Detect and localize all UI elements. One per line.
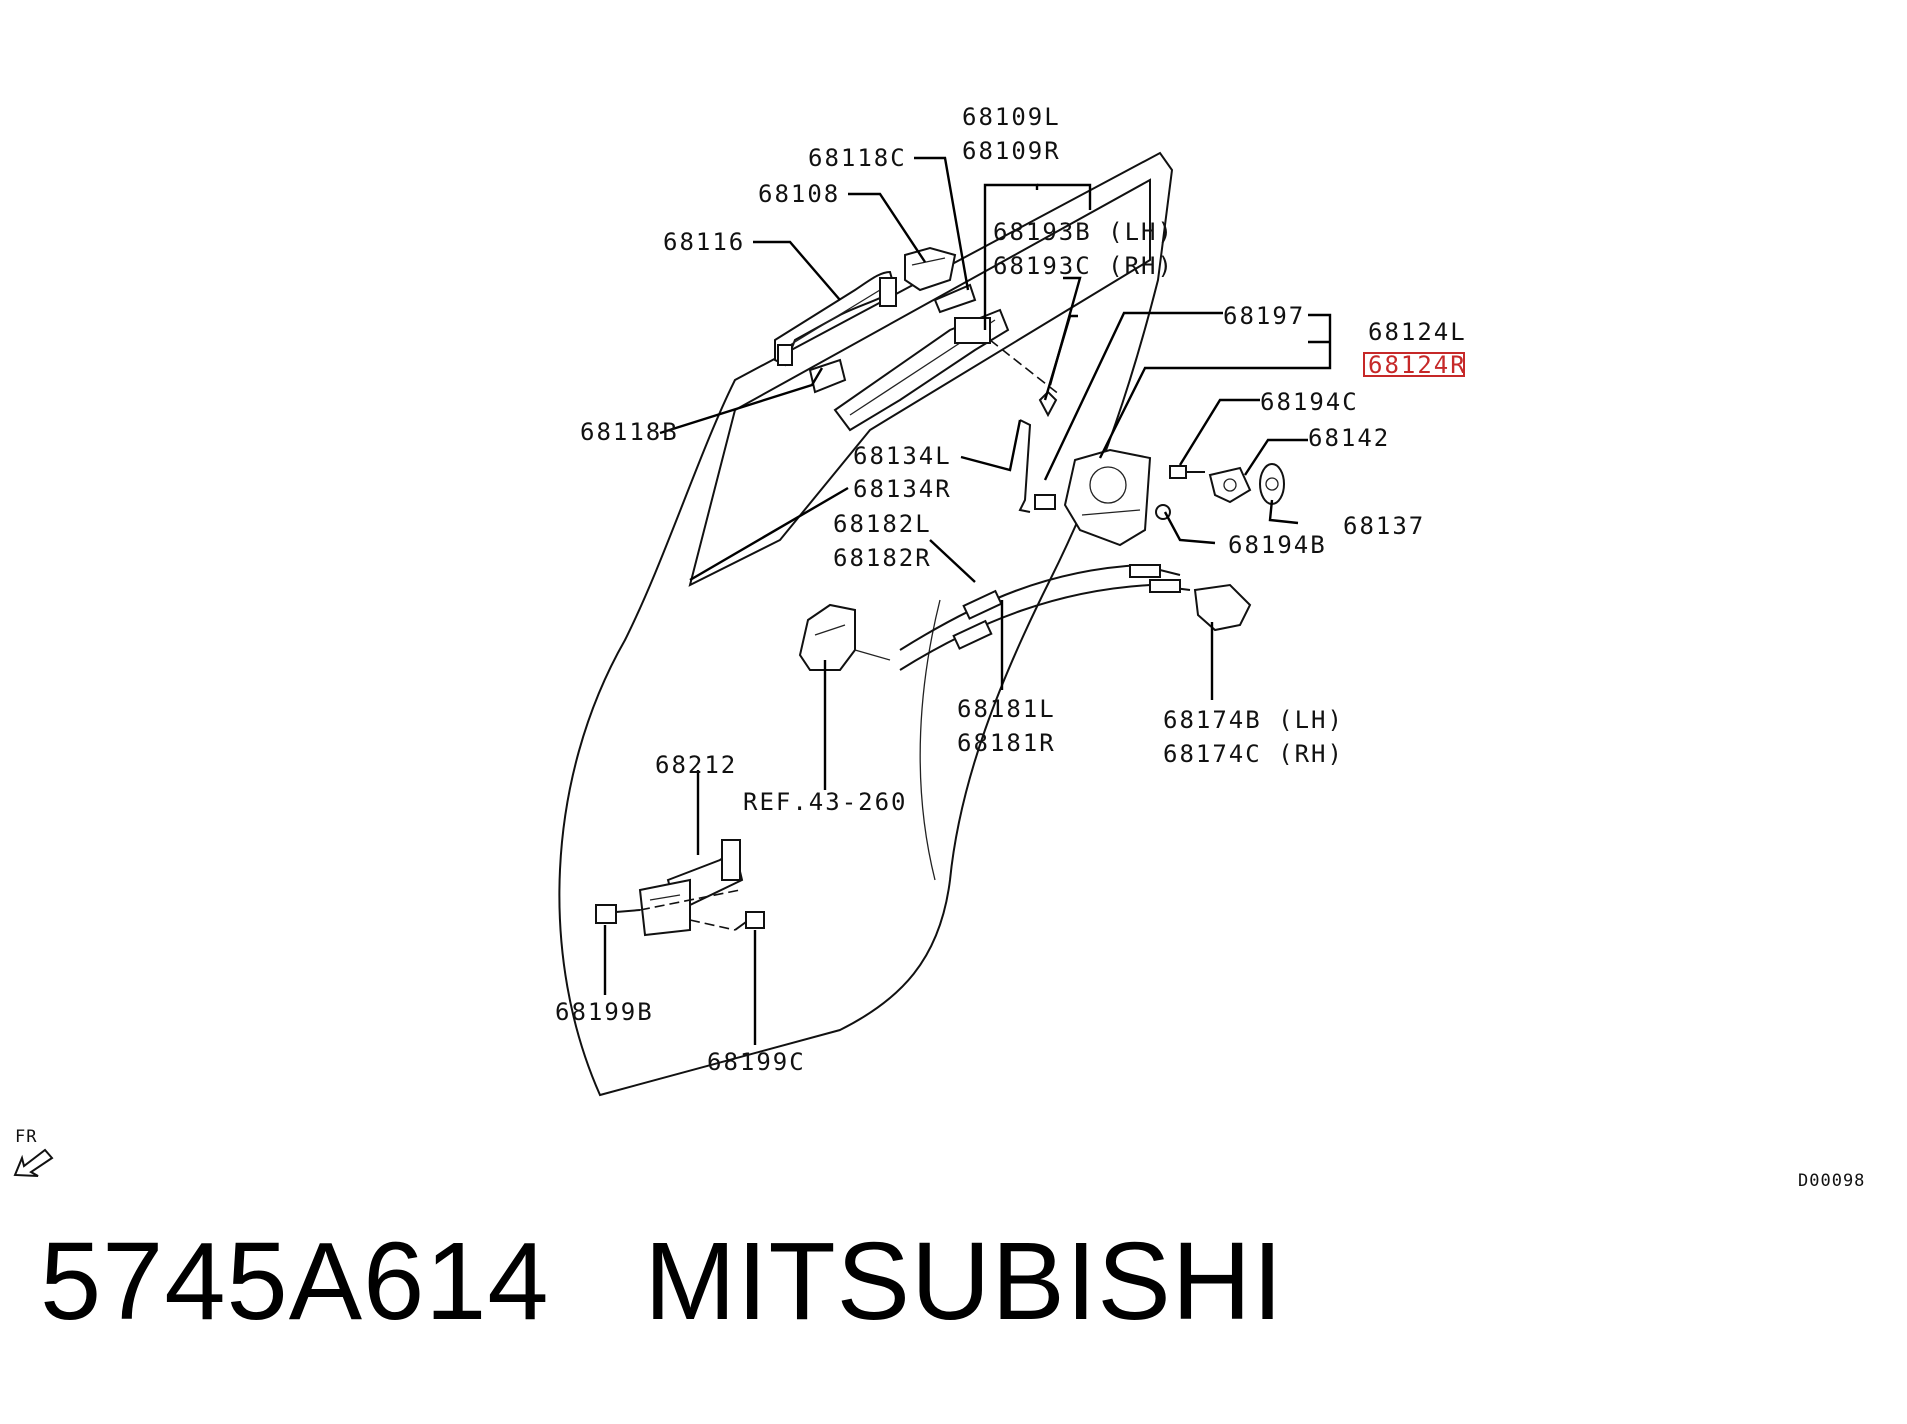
label-68181l: 68181L (957, 695, 1056, 723)
door-lock-actuator-part (1034, 448, 1152, 547)
caption-gap (550, 1220, 645, 1343)
label-68199c: 68199C (707, 1048, 806, 1076)
label-68137: 68137 (1343, 512, 1425, 540)
label-68174b: 68174B (LH) (1163, 706, 1344, 734)
latch-bracket-part (1193, 583, 1252, 632)
outside-handle-part (774, 270, 897, 367)
label-ref-43-260: REF.43-260 (743, 788, 908, 816)
handle-frame-part (833, 308, 1010, 432)
label-68197: 68197 (1223, 302, 1305, 330)
handle-cover-part (904, 246, 957, 292)
label-68134r: 68134R (853, 475, 952, 503)
drawing-code: D00098 (1798, 1171, 1865, 1191)
rod-clip-part (989, 339, 1061, 418)
label-68194b: 68194B (1228, 531, 1327, 559)
bolt-68199b-part (595, 904, 641, 924)
cables-part (899, 563, 1191, 671)
label-68193b: 68193B (LH) (993, 218, 1174, 246)
front-arrow-icon (13, 1148, 54, 1177)
label-68212: 68212 (655, 751, 737, 779)
part-number: 5745A614 (40, 1220, 550, 1343)
label-68108: 68108 (758, 180, 840, 208)
inside-handle-part (798, 603, 856, 671)
label-68134l: 68134L (853, 442, 952, 470)
label-68118b: 68118B (580, 418, 679, 446)
label-68182l: 68182L (833, 510, 932, 538)
label-68182r: 68182R (833, 544, 932, 572)
part-caption: 5745A614 MITSUBISHI (40, 1218, 1284, 1345)
bolt-68199c-part (734, 911, 765, 931)
leader-lines (603, 156, 1332, 1045)
label-68181r: 68181R (957, 729, 1056, 757)
striker-shim-part (1259, 463, 1285, 505)
striker-part (1208, 466, 1252, 504)
label-68142: 68142 (1308, 424, 1390, 452)
label-68199b: 68199B (555, 998, 654, 1026)
lock-rod-part (1018, 419, 1032, 513)
front-direction-indicator: FR (13, 1127, 54, 1177)
front-label: FR (15, 1127, 37, 1147)
label-68109r: 68109R (962, 137, 1061, 165)
gasket-front-part (933, 283, 977, 314)
label-68193c: 68193C (RH) (993, 252, 1174, 280)
door-check-part (638, 839, 744, 937)
label-68194c: 68194C (1260, 388, 1359, 416)
label-68116: 68116 (663, 228, 745, 256)
callout-labels: 68109L 68109R 68118C 68108 68116 68193B … (555, 103, 1467, 1076)
label-68124r: 68124R (1368, 351, 1467, 379)
brand-name: MITSUBISHI (644, 1220, 1284, 1343)
label-68124l: 68124L (1368, 318, 1467, 346)
label-68109l: 68109L (962, 103, 1061, 131)
screw-68194c-part (1169, 465, 1205, 479)
highlight-box (1363, 352, 1465, 377)
label-68174c: 68174C (RH) (1163, 740, 1344, 768)
label-68118c: 68118C (808, 144, 907, 172)
